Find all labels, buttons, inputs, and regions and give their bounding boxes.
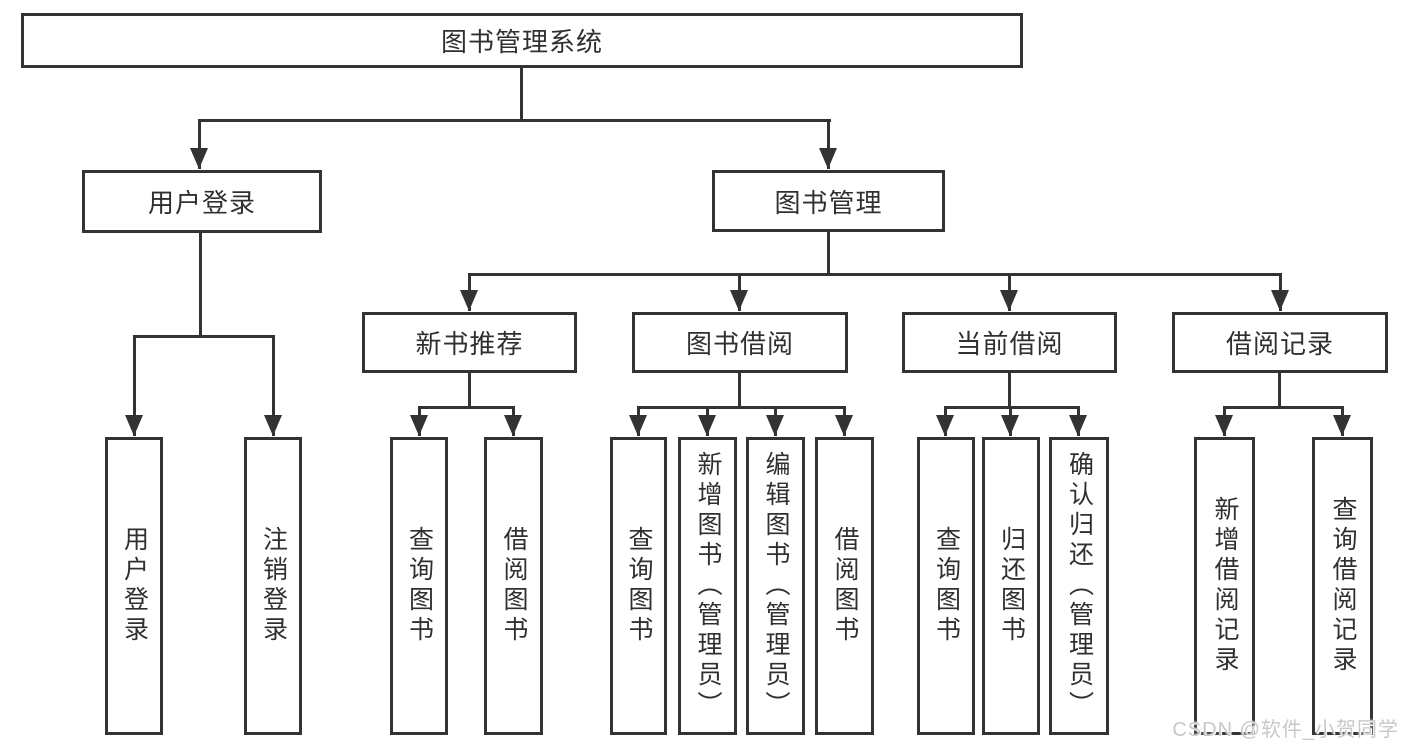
leaf-add-borrow-record: 新增借阅记录: [1194, 437, 1255, 735]
leaf-label: 编辑图书（管理员）: [762, 451, 790, 721]
leaf-label: 确认归还（管理员）: [1065, 451, 1094, 721]
arrow-down-icon: [730, 273, 748, 311]
arrow-down-icon: [629, 406, 647, 436]
connector-root-stem: [520, 68, 523, 120]
connector-user-login-split: [133, 335, 275, 338]
arrow-down-icon: [936, 406, 954, 436]
connector-new-book-split: [418, 406, 515, 409]
node-new-book-recommend: 新书推荐: [362, 312, 577, 373]
node-book-management: 图书管理: [712, 170, 945, 232]
arrow-down-icon: [1215, 406, 1233, 436]
leaf-query-book-current: 查询图书: [917, 437, 975, 735]
connector-borrow-record-split: [1223, 406, 1344, 409]
leaf-label: 归还图书: [997, 526, 1026, 646]
arrow-down-icon: [1001, 406, 1019, 436]
leaf-label: 查询图书: [625, 526, 653, 646]
leaf-label: 新增图书（管理员）: [694, 451, 722, 721]
arrow-down-icon: [125, 335, 143, 436]
connector-book-management-stem: [827, 232, 830, 273]
connector-root-split: [198, 119, 831, 122]
arrow-down-icon: [698, 406, 716, 436]
leaf-query-borrow-record: 查询借阅记录: [1312, 437, 1373, 735]
leaf-label: 新增借阅记录: [1211, 496, 1239, 676]
node-user-login: 用户登录: [82, 170, 322, 233]
arrow-down-icon: [460, 273, 478, 311]
leaf-label: 借阅图书: [831, 526, 859, 646]
connector-book-borrow-split: [637, 406, 846, 409]
arrow-down-icon: [1069, 406, 1087, 436]
arrow-down-icon: [1333, 406, 1351, 436]
node-borrow-record: 借阅记录: [1172, 312, 1388, 373]
arrow-down-icon: [1271, 273, 1289, 311]
connector-borrow-record-stem: [1278, 373, 1281, 406]
arrow-down-icon: [835, 406, 853, 436]
arrow-down-icon: [766, 406, 784, 436]
leaf-borrow-book-recommend: 借阅图书: [484, 437, 543, 735]
arrow-down-icon: [819, 119, 837, 169]
node-book-borrow: 图书借阅: [632, 312, 848, 373]
leaf-label: 查询图书: [932, 526, 961, 646]
connector-book-management-split: [468, 273, 1282, 276]
leaf-user-login: 用户登录: [105, 437, 163, 735]
leaf-label: 查询图书: [405, 526, 434, 646]
arrow-down-icon: [1000, 273, 1018, 311]
leaf-add-book-admin: 新增图书（管理员）: [678, 437, 737, 735]
leaf-query-book-borrow: 查询图书: [610, 437, 667, 735]
connector-current-borrow-split: [944, 406, 1080, 409]
leaf-edit-book-admin: 编辑图书（管理员）: [746, 437, 805, 735]
node-current-borrow: 当前借阅: [902, 312, 1117, 373]
node-root: 图书管理系统: [21, 13, 1023, 68]
leaf-label: 注销登录: [259, 526, 288, 646]
leaf-return-book: 归还图书: [982, 437, 1040, 735]
connector-current-borrow-stem: [1008, 373, 1011, 406]
leaf-label: 查询借阅记录: [1329, 496, 1357, 676]
connector-new-book-stem: [468, 373, 471, 406]
leaf-label: 用户登录: [120, 526, 149, 646]
leaf-logout: 注销登录: [244, 437, 302, 735]
arrow-down-icon: [190, 119, 208, 169]
leaf-borrow-book: 借阅图书: [815, 437, 874, 735]
arrow-down-icon: [504, 406, 522, 436]
csdn-watermark: CSDN @软件_小贺同学: [1172, 719, 1399, 741]
leaf-label: 借阅图书: [500, 526, 528, 646]
leaf-query-book-recommend: 查询图书: [390, 437, 448, 735]
arrow-down-icon: [264, 335, 282, 436]
arrow-down-icon: [410, 406, 428, 436]
connector-user-login-stem: [199, 233, 202, 335]
leaf-confirm-return-admin: 确认归还（管理员）: [1049, 437, 1109, 735]
connector-book-borrow-stem: [738, 373, 741, 406]
